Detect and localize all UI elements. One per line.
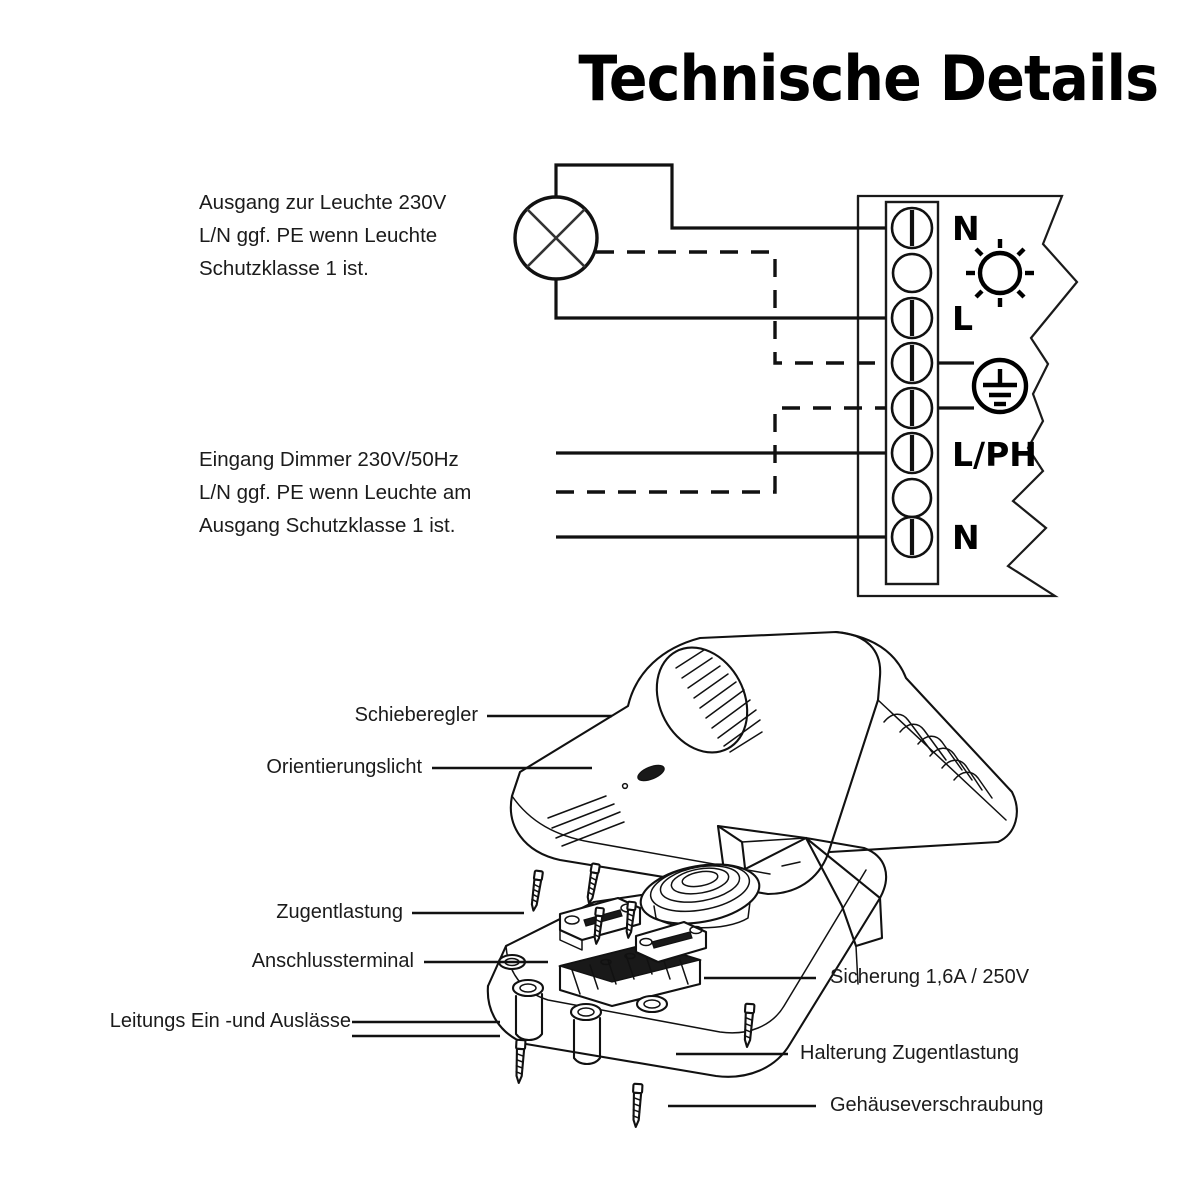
lamp-cross-icon: [513, 195, 599, 281]
wire-input-pe: [556, 406, 886, 494]
terminal-8: [890, 515, 934, 559]
terminal-6: [890, 431, 934, 475]
callout-orientierungslicht: Orientierungslicht: [266, 756, 422, 778]
output-note: Ausgang zur Leuchte 230V L/N ggf. PE wen…: [199, 186, 446, 285]
input-note: Eingang Dimmer 230V/50Hz L/N ggf. PE wen…: [199, 443, 471, 542]
screw-7: [632, 1082, 644, 1128]
input-note-line-2: L/N ggf. PE wenn Leuchte am: [199, 481, 472, 504]
screw-1: [530, 869, 544, 912]
fuse-holder: [639, 861, 801, 929]
wire-lamp-pe: [596, 250, 886, 365]
screw-4: [625, 900, 637, 939]
input-note-line-3: Ausgang Schutzklasse 1 ist.: [199, 514, 456, 537]
screws-exploded: [515, 862, 756, 1128]
vent-slots-left: [547, 795, 625, 847]
callout-sicherung: Sicherung 1,6A / 250V: [830, 966, 1030, 988]
callout-schieberegler: Schieberegler: [354, 704, 478, 726]
device-top-cover: [509, 630, 1018, 896]
screw-5: [743, 1002, 756, 1048]
device-case-outline: [856, 194, 1079, 598]
orientation-light: [621, 764, 665, 790]
screw-3: [593, 906, 605, 945]
screw-2: [586, 862, 601, 905]
callout-anschlussterminal: Anschlussterminal: [251, 950, 414, 972]
earth-pe-icon: [971, 357, 1029, 415]
strain-relief-bracket: [634, 920, 708, 964]
callout-halterung-zugentlastung: Halterung Zugentlastung: [800, 1042, 1020, 1064]
terminal-5: [890, 386, 934, 430]
screw-6: [515, 1038, 527, 1084]
callout-leitungs-auslaesse: Leitungs Ein -und Auslässe: [109, 1010, 351, 1032]
vent-slots-right: [883, 713, 993, 799]
terminal-label-lph: L/PH: [952, 435, 1037, 474]
terminal-label-n-bottom: N: [952, 518, 980, 557]
callout-gehaeuseverschraubung: Gehäuseverschraubung: [830, 1094, 1044, 1116]
callout-leaders: [352, 714, 816, 1108]
output-note-line-2: L/N ggf. PE wenn Leuchte: [199, 224, 438, 247]
output-note-line-1: Ausgang zur Leuchte 230V: [199, 191, 447, 214]
slider-ribs: [675, 649, 763, 753]
terminal-4: [890, 341, 934, 385]
terminal-screws: [890, 206, 934, 559]
terminal-3: [890, 296, 934, 340]
input-note-line-1: Eingang Dimmer 230V/50Hz: [199, 448, 459, 471]
page-title: Technische Details: [578, 42, 1159, 115]
wire-lamp-l: [554, 278, 886, 320]
terminal-1: [890, 206, 934, 250]
terminal-2: [891, 252, 933, 294]
callout-zugentlastung: Zugentlastung: [276, 901, 403, 923]
output-note-line-3: Schutzklasse 1 ist.: [199, 257, 369, 280]
wire-lamp-n: [554, 163, 886, 230]
terminal-label-n-top: N: [952, 209, 980, 248]
terminal-label-l: L: [952, 299, 973, 338]
lamp-burst-icon: [966, 239, 1034, 307]
